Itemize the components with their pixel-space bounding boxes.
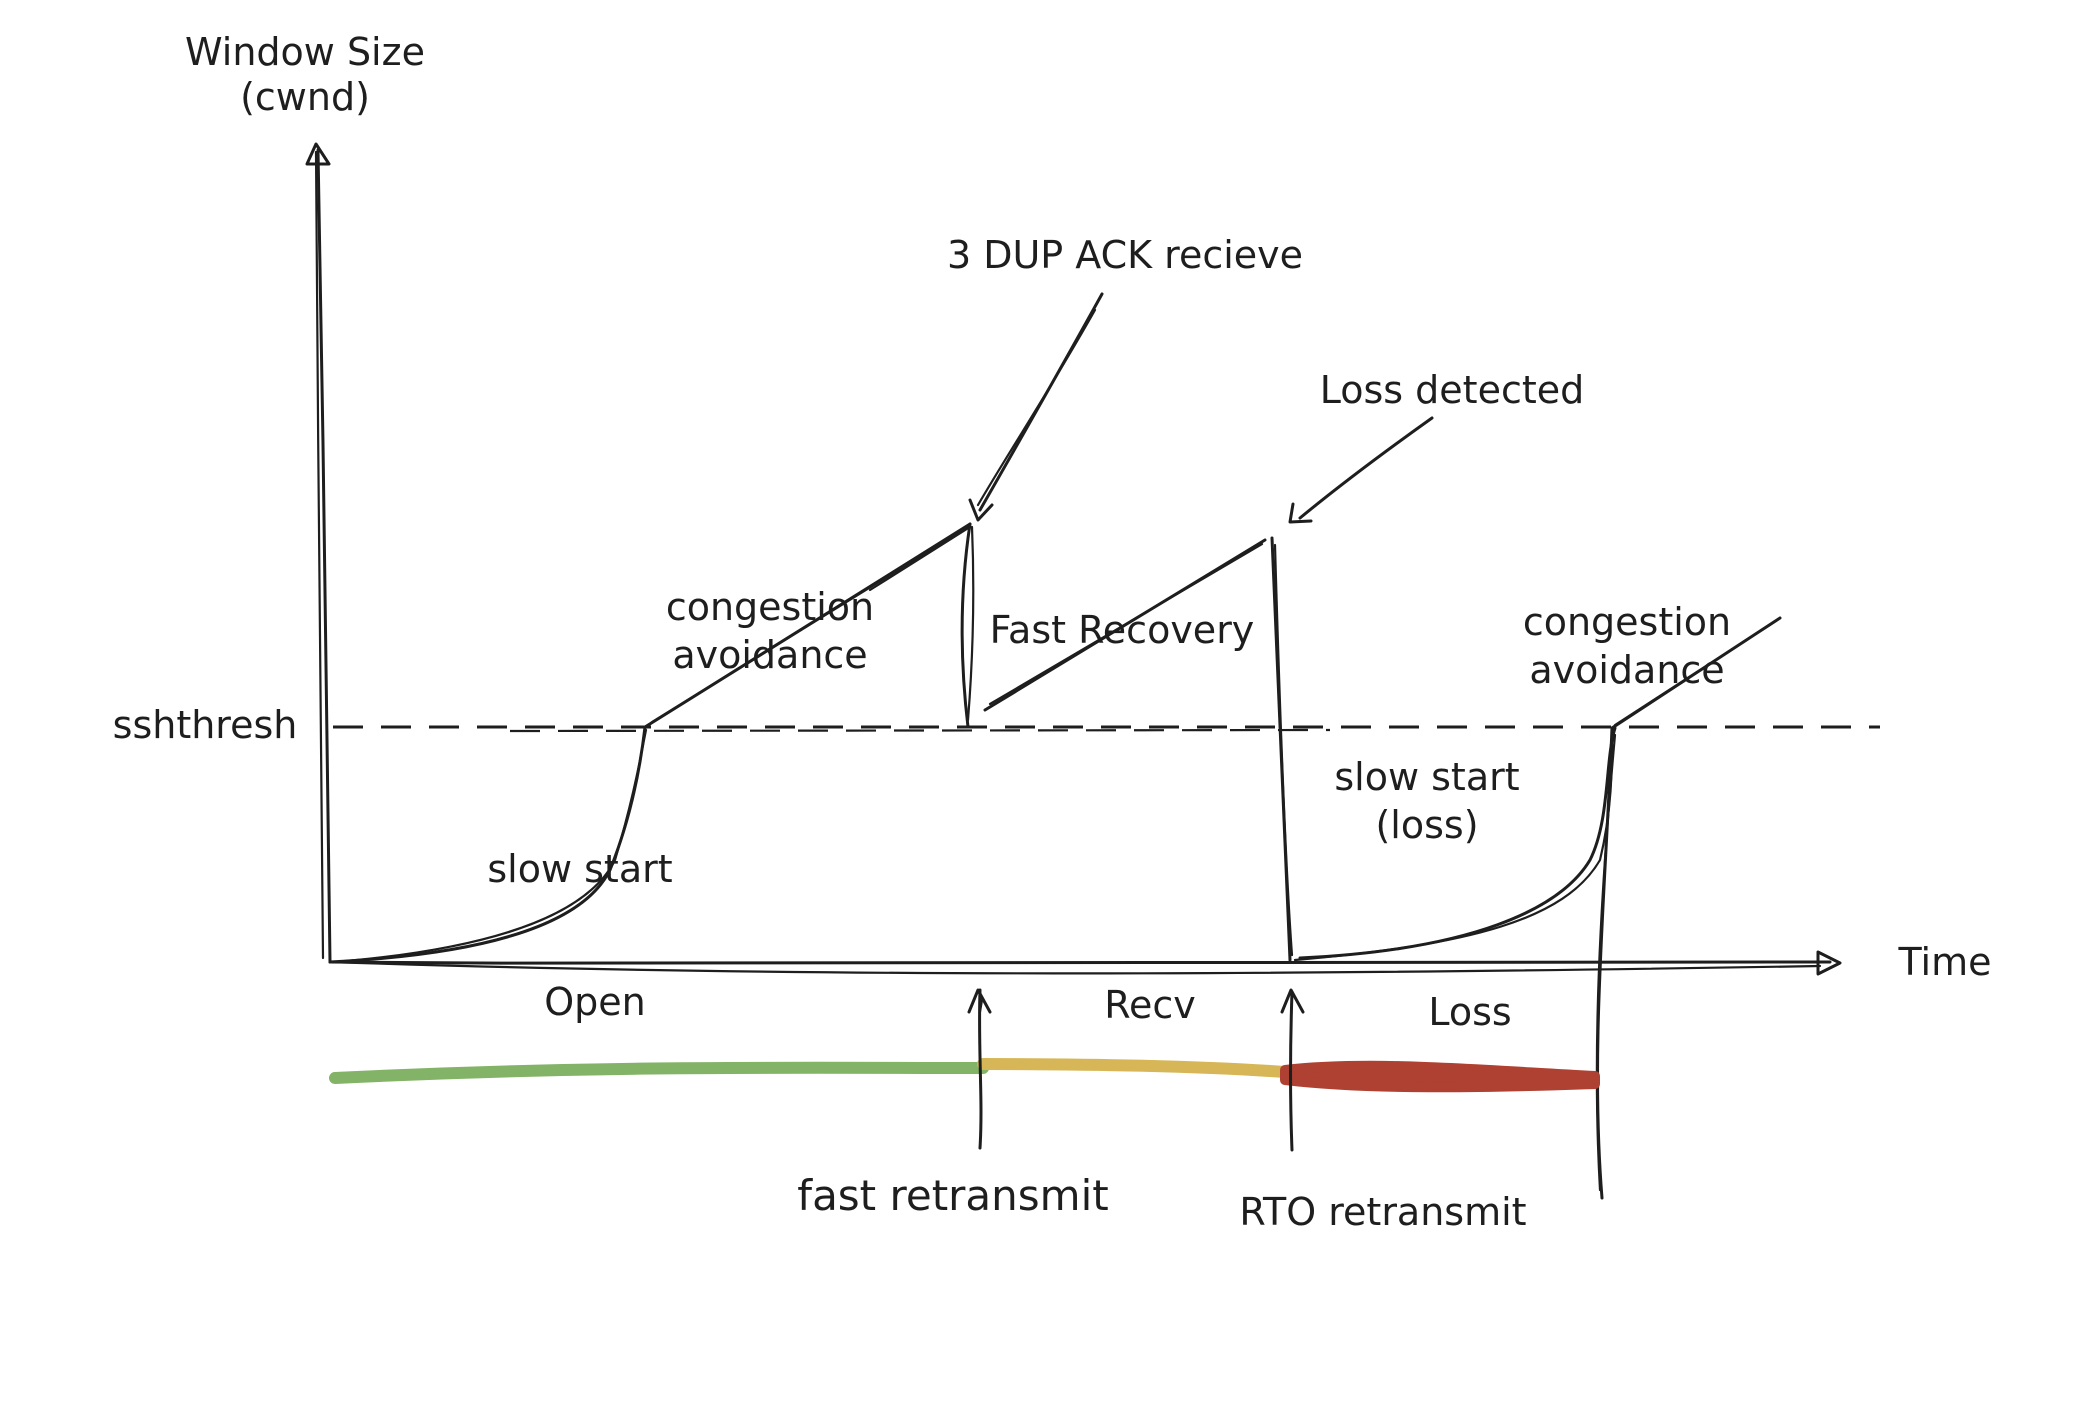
congestion-avoidance-line-1 [643,522,972,729]
fast-recovery-label: Fast Recovery [990,608,1255,652]
slow-start-label: slow start [487,847,672,891]
fast-recovery-line [983,538,1267,712]
recv-state-label: Recv [1104,983,1195,1027]
congestion-avoidance-label-2-line2: avoidance [1529,648,1724,692]
recv-state-bar [977,1058,1291,1078]
loss-state-bar [1280,1060,1600,1093]
y-axis-label-line1: Window Size [185,30,425,74]
rto-retransmit-label: RTO retransmit [1239,1190,1526,1234]
loss-drop [1270,536,1294,962]
slow-start-loss-label-line2: (loss) [1375,803,1478,847]
loss-detected-arrow [1288,416,1434,524]
x-axis [328,950,1842,976]
three-dup-ack-label: 3 DUP ACK recieve [947,233,1303,277]
sshthresh-line [333,725,1880,733]
y-axis [305,142,332,964]
congestion-avoidance-label-2-line1: congestion [1523,600,1731,644]
y-axis-label-line2: (cwnd) [240,75,370,119]
slow-start-loss-label-line1: slow start [1334,755,1519,799]
end-vertical-line [1595,726,1617,1200]
x-axis-label: Time [1898,940,1992,984]
state-bars [329,1058,1600,1093]
slow-start-curve [328,725,648,964]
sshthresh-label: sshthresh [113,703,298,747]
fast-retransmit-arrow [967,988,992,1150]
congestion-avoidance-label-1-line1: congestion [666,585,874,629]
congestion-avoidance-line-2 [1610,616,1782,730]
rto-retransmit-arrow [1280,988,1305,1152]
fast-retransmit-label: fast retransmit [797,1171,1108,1220]
congestion-avoidance-label-1-line2: avoidance [672,633,867,677]
open-state-label: Open [544,980,646,1024]
fast-retransmit-drop [960,522,975,729]
open-state-bar [329,1061,989,1084]
dup-ack-arrow [968,292,1104,522]
loss-detected-label: Loss detected [1320,368,1585,412]
loss-state-label: Loss [1428,990,1511,1034]
